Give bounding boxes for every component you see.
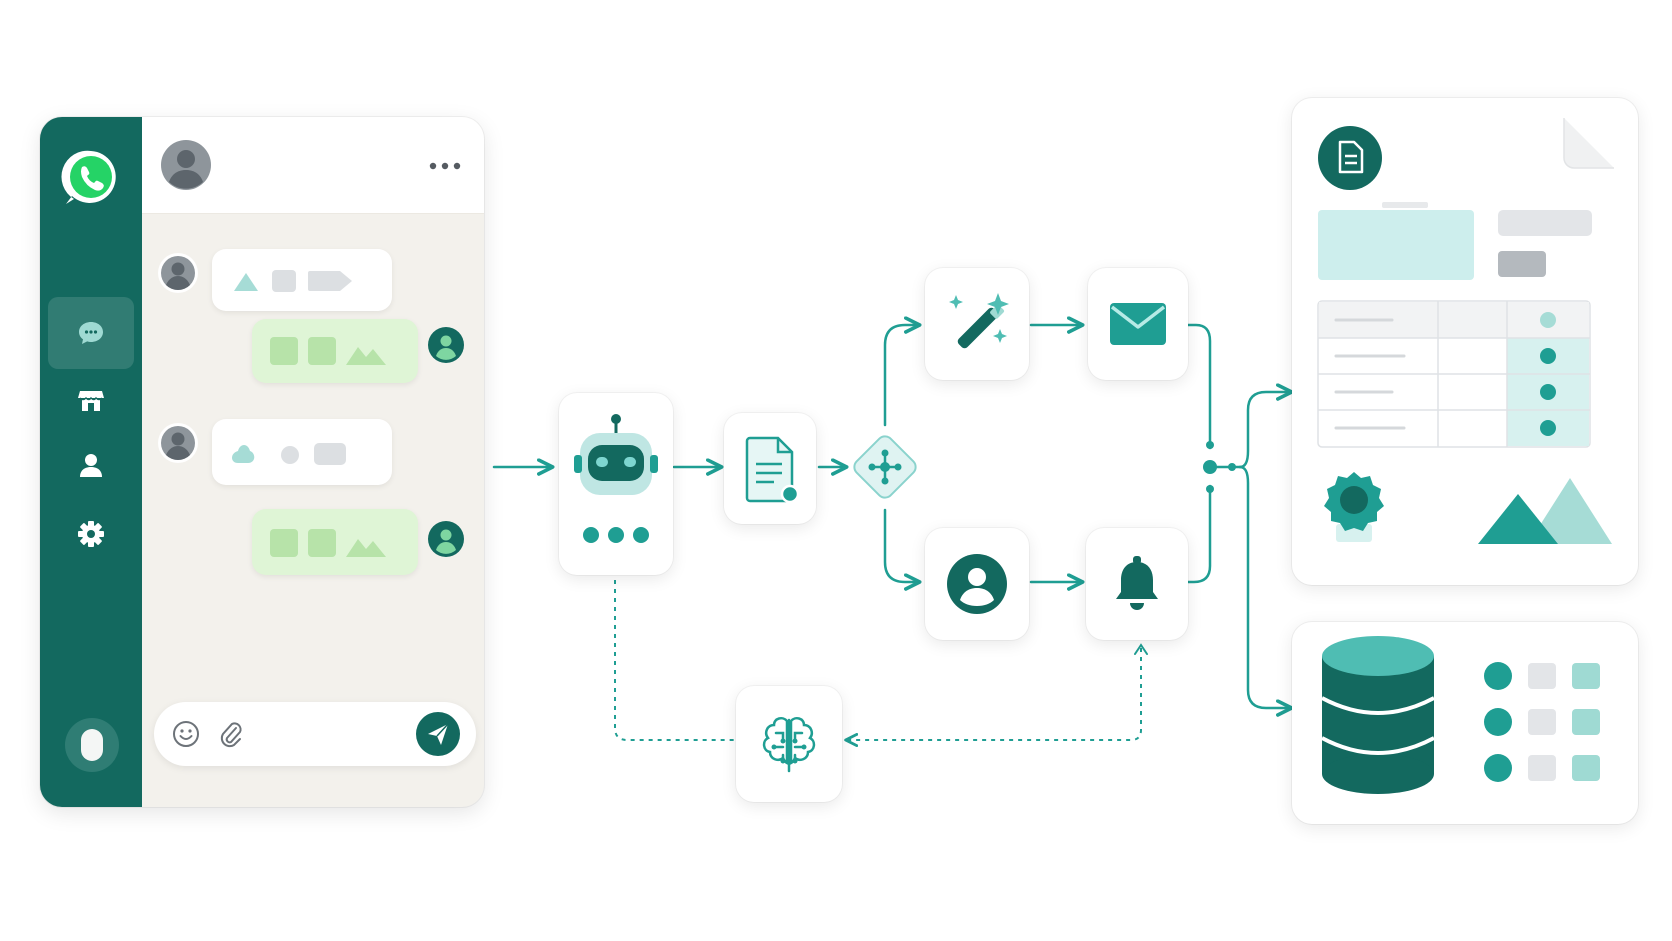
outgoing-message[interactable] bbox=[252, 319, 418, 383]
sidebar-item-contacts[interactable] bbox=[40, 437, 142, 493]
message-composer[interactable] bbox=[154, 702, 476, 766]
attach-icon[interactable] bbox=[218, 720, 244, 748]
store-icon bbox=[78, 391, 104, 411]
user-icon bbox=[80, 454, 102, 477]
sidebar-item-settings[interactable] bbox=[40, 506, 142, 562]
more-icon bbox=[429, 162, 461, 170]
branch-node[interactable] bbox=[844, 426, 926, 508]
bot-icon bbox=[574, 414, 658, 543]
emoji-icon[interactable] bbox=[172, 720, 200, 748]
incoming-message[interactable] bbox=[212, 419, 392, 485]
database-store bbox=[1321, 636, 1600, 794]
contact-avatar[interactable] bbox=[161, 140, 211, 195]
database-icon bbox=[1321, 636, 1435, 794]
report-document-icon bbox=[1318, 126, 1382, 190]
avatar-icon bbox=[161, 140, 211, 190]
email-node[interactable] bbox=[1088, 268, 1188, 380]
chat-header bbox=[142, 117, 484, 214]
avatar-icon bbox=[158, 423, 198, 463]
envelope-icon bbox=[1110, 303, 1166, 345]
report-document bbox=[1317, 118, 1614, 544]
toggle-icon bbox=[65, 718, 119, 772]
brain-icon bbox=[762, 716, 816, 773]
gear-icon bbox=[78, 521, 104, 547]
whatsapp-logo-icon bbox=[60, 147, 122, 214]
user-icon bbox=[947, 554, 1007, 614]
document-node[interactable] bbox=[724, 413, 816, 524]
send-button[interactable] bbox=[416, 712, 460, 761]
avatar-icon bbox=[428, 327, 464, 363]
chat-app-window bbox=[40, 117, 484, 807]
notification-node[interactable] bbox=[1086, 528, 1188, 640]
seal-icon bbox=[1324, 472, 1384, 542]
ai-enhance-node[interactable] bbox=[925, 268, 1029, 380]
sidebar-item-store[interactable] bbox=[40, 372, 142, 428]
avatar-icon bbox=[158, 253, 198, 293]
ai-brain-node[interactable] bbox=[736, 686, 842, 802]
outgoing-message[interactable] bbox=[252, 509, 418, 575]
send-icon bbox=[416, 712, 460, 756]
bell-icon bbox=[1116, 556, 1158, 610]
avatar-icon bbox=[428, 521, 464, 557]
app-sidebar bbox=[40, 117, 142, 807]
magic-wand-icon bbox=[949, 293, 1009, 349]
contact-node[interactable] bbox=[925, 528, 1029, 640]
sidebar-toggle[interactable] bbox=[64, 717, 120, 778]
report-document-card[interactable] bbox=[1292, 98, 1638, 585]
more-options-button[interactable] bbox=[429, 159, 461, 177]
document-icon bbox=[745, 436, 800, 503]
chat-icon bbox=[79, 322, 103, 344]
branch-icon bbox=[853, 435, 917, 499]
incoming-message[interactable] bbox=[212, 249, 392, 311]
sidebar-item-chats[interactable] bbox=[40, 297, 142, 369]
chatbot-node[interactable] bbox=[559, 393, 673, 575]
database-card[interactable] bbox=[1292, 622, 1638, 824]
